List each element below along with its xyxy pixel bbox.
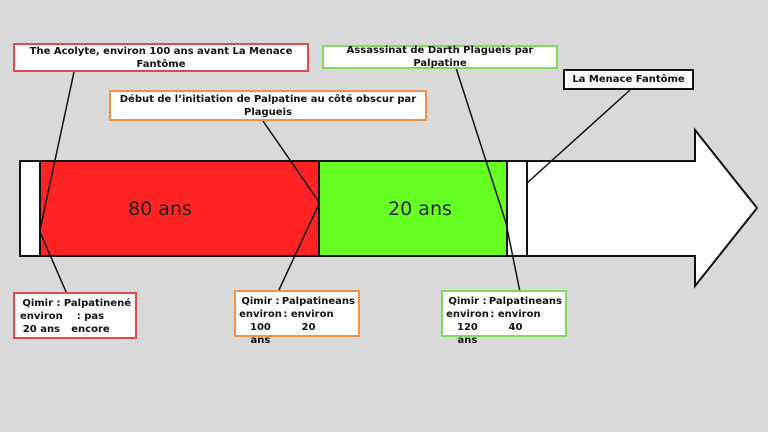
label-assassinat: Assassinat de Darth Plagueis par Palpati…: [322, 45, 558, 69]
label-qimir-20: Qimir : environ 20 ans Palpatine : pas e…: [13, 292, 137, 339]
timeline-start-block: [19, 160, 41, 257]
connector-acolyte: [39, 71, 75, 231]
label-qimir-20-line2: Palpatine : pas encore: [63, 298, 118, 335]
label-acolyte: The Acolyte, environ 100 ans avant La Me…: [13, 43, 309, 72]
label-qimir-100-line3: ans: [335, 296, 355, 307]
label-qimir-120-line3: ans: [542, 296, 562, 307]
connector-qimir-20: [39, 231, 68, 295]
timeline-arrow: [526, 127, 759, 289]
segment-80-label: 80 ans: [128, 198, 192, 220]
label-qimir-120-line1: Qimir : environ 120 ans: [446, 296, 489, 346]
label-qimir-100-line1: Qimir : environ 100 ans: [239, 296, 282, 346]
connector-initiation: [262, 120, 320, 203]
timeline-gap-block: [506, 160, 528, 257]
label-menace: La Menace Fantôme: [563, 69, 694, 90]
label-qimir-20-line3: né: [117, 298, 131, 309]
segment-80-years: [39, 160, 320, 257]
connector-assassinat: [455, 67, 508, 227]
segment-20-label: 20 ans: [388, 198, 452, 220]
connector-qimir-120: [506, 227, 521, 293]
label-qimir-100: Qimir : environ 100 ans Palpatine : envi…: [234, 290, 360, 346]
connector-qimir-100: [277, 203, 320, 293]
label-qimir-100-line2: Palpatine : environ 20: [281, 296, 336, 333]
label-qimir-120-line2: Palpatine : environ 40: [488, 296, 543, 333]
label-qimir-120: Qimir : environ 120 ans Palpatine : envi…: [441, 290, 567, 346]
label-initiation: Début de l’initiation de Palpatine au cô…: [109, 90, 427, 121]
connector-menace: [526, 89, 631, 184]
label-qimir-20-line1: Qimir : environ 20 ans: [20, 298, 63, 335]
